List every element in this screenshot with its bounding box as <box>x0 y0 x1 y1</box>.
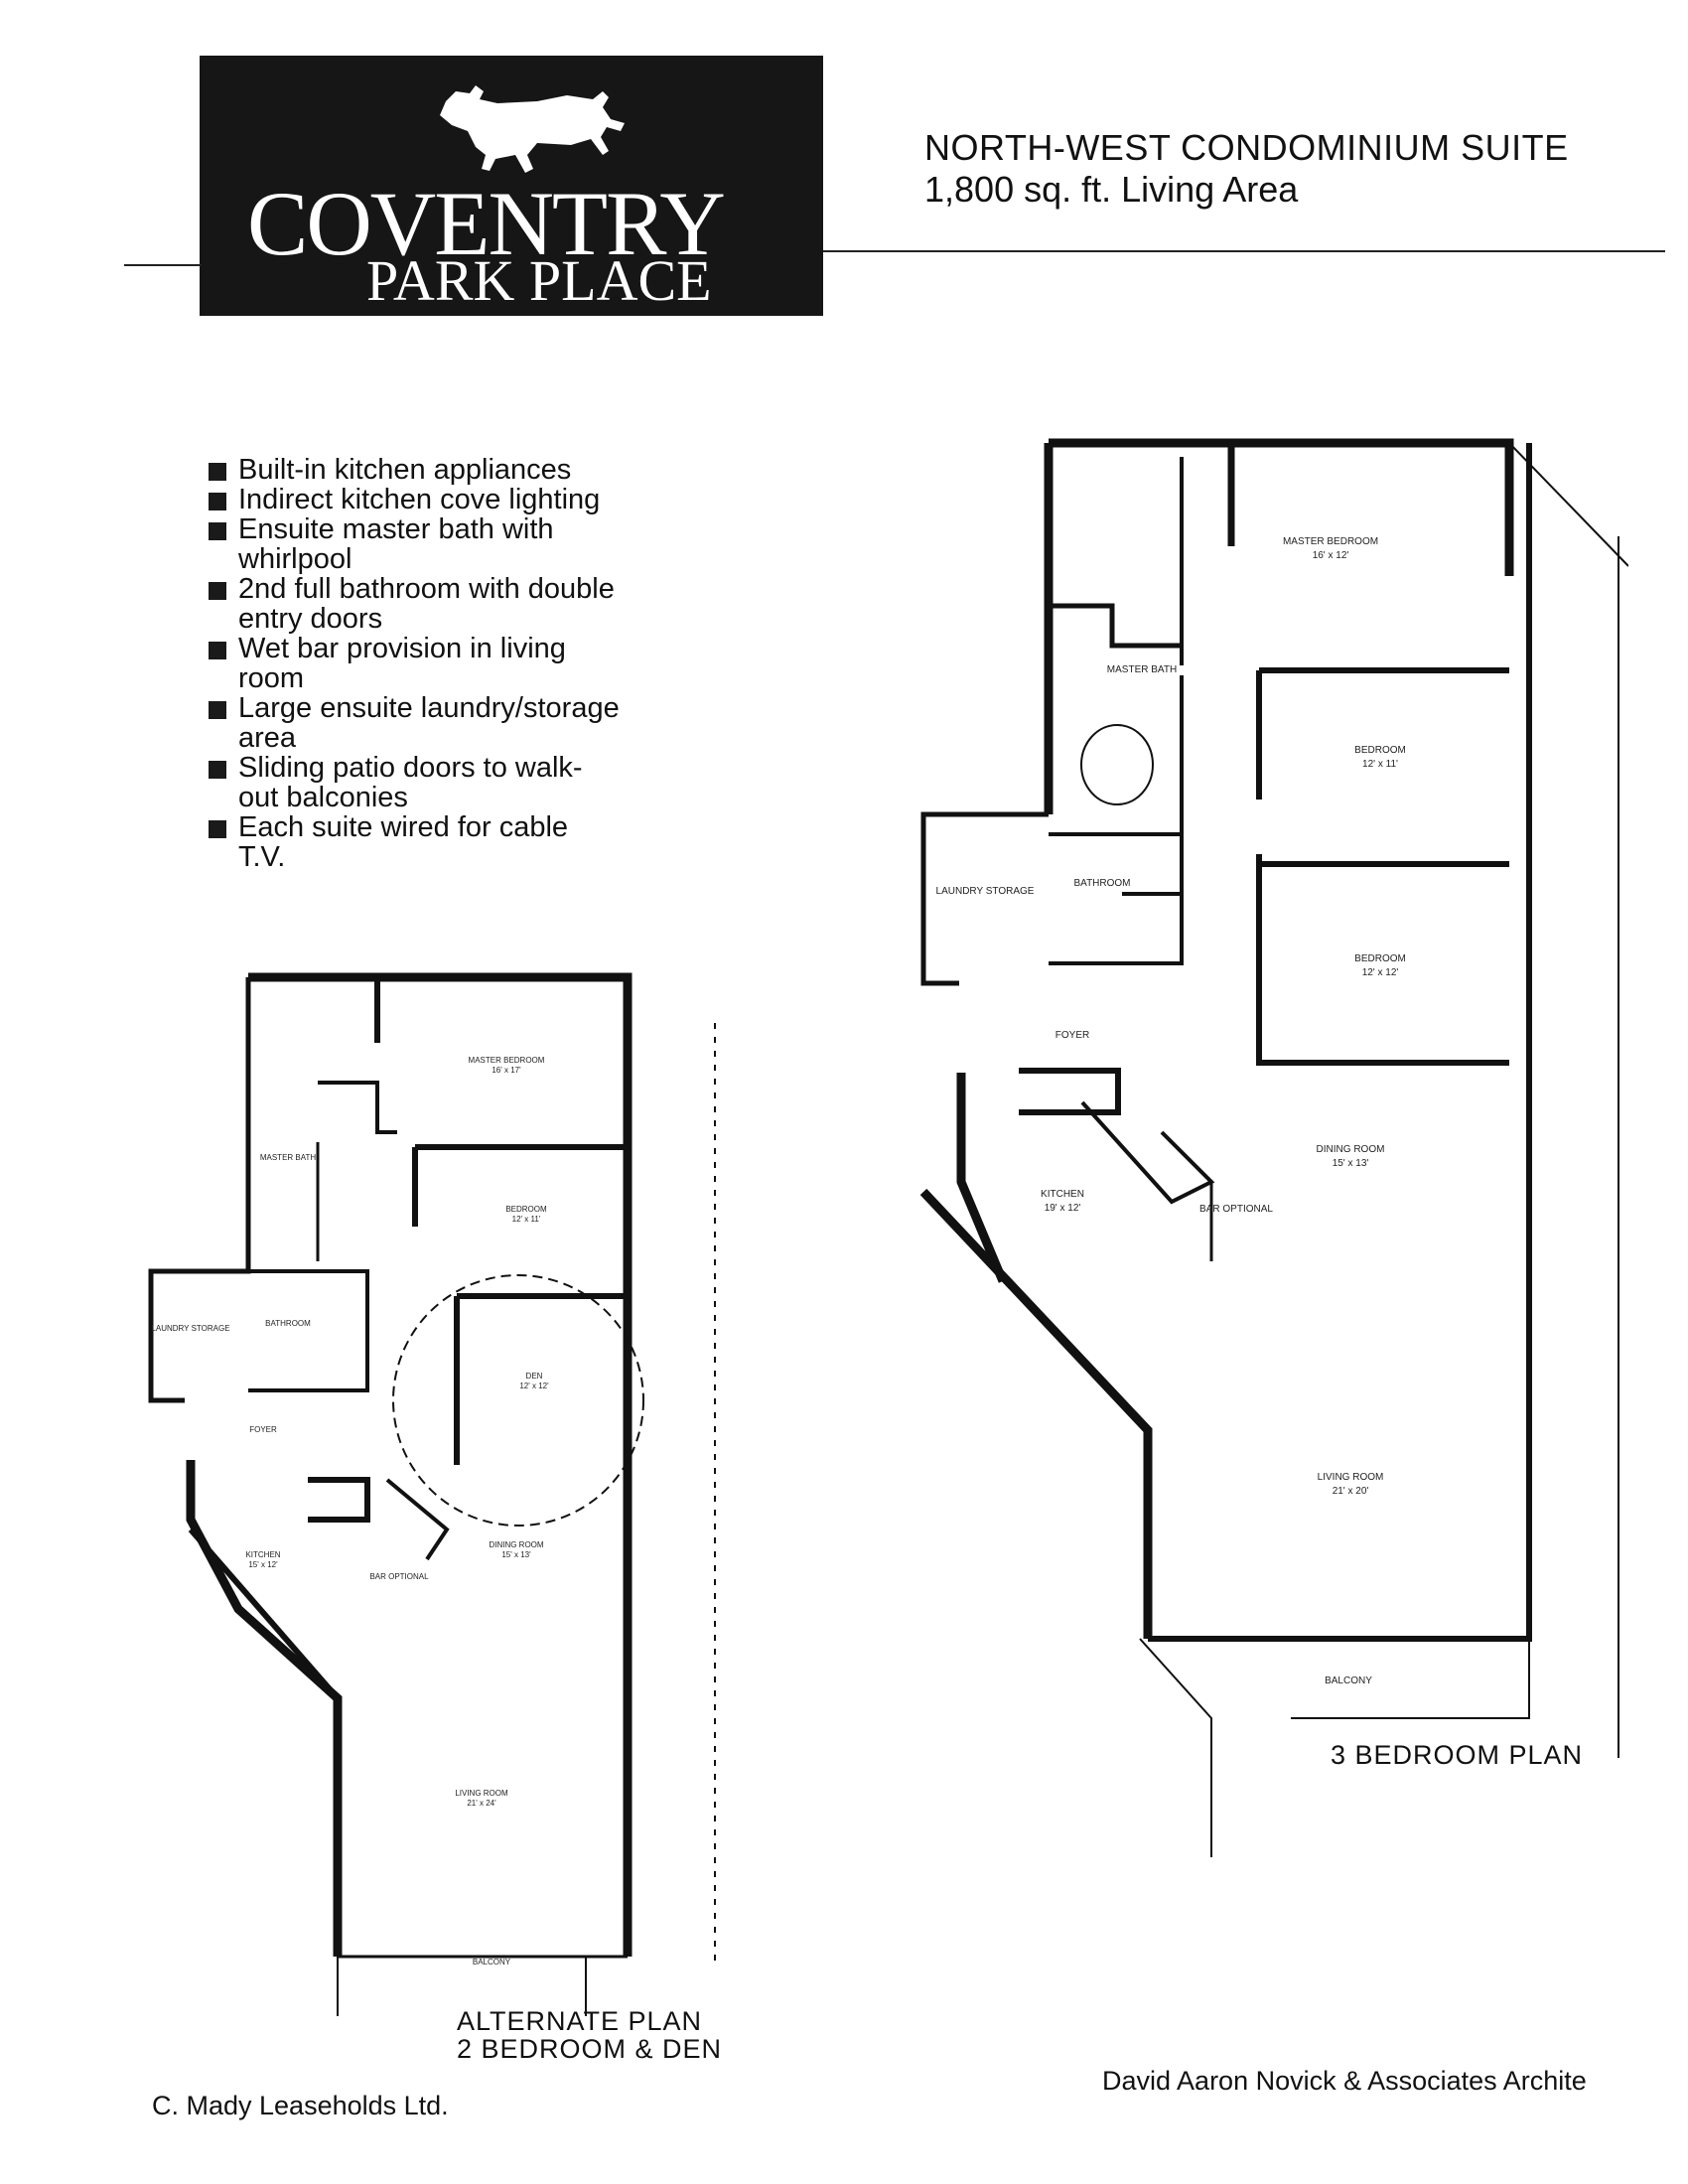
room-label: LAUNDRY STORAGE <box>151 1324 229 1333</box>
square-bullet-icon <box>209 582 226 600</box>
wall <box>1049 438 1514 576</box>
three-bedroom-plan-caption: 3 BEDROOM PLAN <box>1331 1740 1584 1770</box>
alternate-plan-floor-plan: MASTER BEDROOM 16' x 17' MASTER BATH BED… <box>148 972 716 2016</box>
room-size: 12' x 12' <box>519 1382 549 1390</box>
room-size: 21' x 24' <box>467 1799 496 1808</box>
room-size: 16' x 17' <box>492 1066 521 1075</box>
three-bedroom-floor-plan: MASTER BEDROOM 16' x 12' MASTER BATH BED… <box>919 438 1628 1857</box>
room-label: MASTER BATH <box>1107 664 1177 675</box>
footer-developer: C. Mady Leaseholds Ltd. <box>152 2091 449 2120</box>
coventry-park-place-logo: COVENTRY PARK PLACE <box>200 56 823 316</box>
room-size: 15' x 13' <box>501 1550 531 1559</box>
room-label: 12' x 11' <box>1362 759 1398 770</box>
room-label: KITCHEN <box>245 1550 280 1559</box>
room-label: MASTER BEDROOM <box>469 1056 545 1065</box>
feature-item: Large ensuite laundry/storage area <box>205 693 622 753</box>
footer-architect: David Aaron Novick & Associates Archite <box>1102 2066 1587 2096</box>
room-label: BEDROOM <box>1354 953 1406 964</box>
square-bullet-icon <box>209 493 226 510</box>
room-label: DINING ROOM <box>1317 1144 1385 1155</box>
room-label: BATHROOM <box>1073 878 1130 889</box>
feature-item: Ensuite master bath with whirlpool <box>205 514 622 574</box>
room-label: LAUNDRY STORAGE <box>936 886 1035 897</box>
room-label: MASTER BATH <box>260 1153 317 1162</box>
square-bullet-icon <box>209 761 226 779</box>
feature-item: Sliding patio doors to walk-out balconie… <box>205 753 622 812</box>
square-bullet-icon <box>209 522 226 540</box>
logo-artwork: COVENTRY PARK PLACE <box>247 85 726 313</box>
room-size: 21' x 20' <box>1333 1486 1369 1497</box>
room-label: BALCONY <box>473 1958 511 1966</box>
room-size: 16' x 12' <box>1313 550 1349 561</box>
room-label: MASTER BEDROOM <box>1283 536 1378 547</box>
room-label: BEDROOM <box>1354 745 1406 756</box>
square-bullet-icon <box>209 820 226 838</box>
wall <box>956 1073 1008 1283</box>
room-size: 12' x 11' <box>512 1215 541 1224</box>
room-label: LIVING ROOM <box>1318 1472 1384 1483</box>
suite-area: 1,800 sq. ft. Living Area <box>924 169 1299 210</box>
feature-item: Wet bar provision in living room <box>205 634 622 693</box>
feature-item: Each suite wired for cable T.V. <box>205 812 622 872</box>
wall <box>1148 443 1532 1642</box>
room-label: LIVING ROOM <box>455 1789 508 1798</box>
feature-item: 2nd full bathroom with double entry door… <box>205 574 622 634</box>
feature-item: Indirect kitchen cove lighting <box>205 485 622 514</box>
suite-title: NORTH-WEST CONDOMINIUM SUITE <box>924 127 1569 168</box>
wall <box>919 1188 1153 1639</box>
room-label: KITCHEN <box>1041 1189 1084 1200</box>
alternate-plan-caption-line1: ALTERNATE PLAN <box>457 2006 703 2036</box>
room-size: 12' x 12' <box>1362 967 1399 978</box>
room-size: 15' x 13' <box>1333 1158 1369 1169</box>
lion-emblem-icon <box>440 85 625 173</box>
room-label: FOYER <box>249 1425 277 1434</box>
features-list: Built-in kitchen appliances Indirect kit… <box>205 455 622 872</box>
room-label: DINING ROOM <box>489 1540 543 1549</box>
wall <box>1508 442 1628 567</box>
feature-item: Built-in kitchen appliances <box>205 455 622 485</box>
logo-wordmark-line2: PARK PLACE <box>366 248 712 313</box>
header-rule-right <box>823 250 1665 252</box>
room-label: BATHROOM <box>265 1319 311 1328</box>
square-bullet-icon <box>209 642 226 659</box>
wall <box>920 811 1049 986</box>
square-bullet-icon <box>209 463 226 481</box>
header-rule-left <box>124 264 202 266</box>
room-label: DEN <box>526 1372 543 1381</box>
room-label: BAR OPTIONAL <box>369 1572 429 1581</box>
room-size: 15' x 12' <box>248 1560 278 1569</box>
alternate-plan-caption-line2: 2 BEDROOM & DEN <box>457 2034 723 2064</box>
logo-wordmark-line1: COVENTRY <box>247 173 724 274</box>
room-size: 19' x 12' <box>1045 1203 1081 1214</box>
room-label: BEDROOM <box>505 1205 547 1214</box>
room-label: BALCONY <box>1325 1675 1372 1686</box>
square-bullet-icon <box>209 701 226 719</box>
room-label: BAR OPTIONAL <box>1199 1204 1273 1215</box>
room-label: FOYER <box>1055 1030 1089 1041</box>
